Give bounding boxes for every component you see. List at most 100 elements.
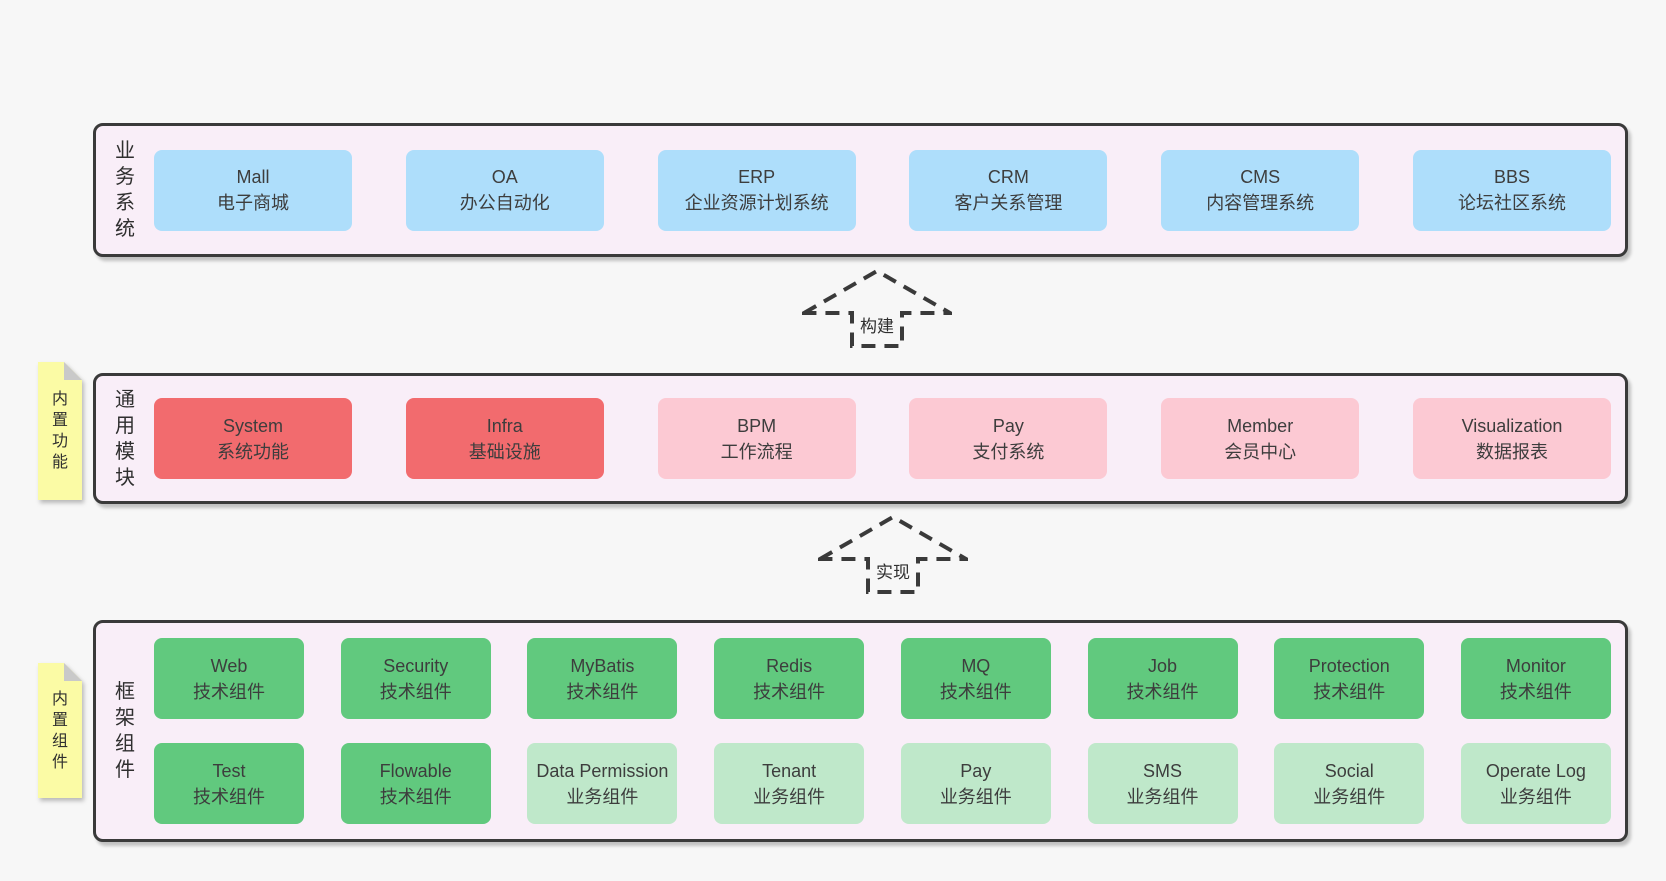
box-subtitle: 电子商城	[217, 193, 289, 213]
layer-framework-components: 框架组件 Web 技术组件 Security 技术组件 MyBatis 技术组件…	[93, 620, 1628, 842]
layer-business-label: 业务系统	[115, 140, 135, 240]
box-title: Protection	[1308, 655, 1390, 676]
box-cms: CMS 内容管理系统	[1161, 149, 1360, 231]
box-member: Member 会员中心	[1161, 398, 1360, 479]
box-subtitle: 技术组件	[566, 681, 639, 702]
business-box-row: Mall 电子商城 OA 办公自动化 ERP 企业资源计划系统 CRM 客户关系…	[154, 126, 1625, 254]
sticky-note-icon	[38, 362, 82, 500]
sticky-note-text-wrap: 内置组件	[38, 663, 82, 798]
box-title: Monitor	[1505, 655, 1566, 676]
box-title: Social	[1324, 760, 1374, 781]
box-subtitle: 会员中心	[1224, 441, 1297, 462]
components-row-1: Web 技术组件 Security 技术组件 MyBatis 技术组件 Redi…	[154, 638, 1611, 719]
box-monitor: Monitor 技术组件	[1460, 638, 1611, 719]
box-protection: Protection 技术组件	[1274, 638, 1425, 719]
box-subtitle: 企业资源计划系统	[684, 193, 829, 213]
box-mq: MQ 技术组件	[900, 638, 1051, 719]
layer-label-zone: 通用模块	[96, 376, 154, 501]
box-subtitle: 论坛社区系统	[1457, 193, 1566, 213]
box-title: MQ	[961, 655, 991, 676]
box-title: ERP	[738, 167, 776, 187]
box-title: Security	[383, 655, 449, 676]
box-subtitle: 业务组件	[1499, 786, 1572, 807]
box-subtitle: 技术组件	[379, 786, 452, 807]
box-sms: SMS 业务组件	[1087, 743, 1238, 824]
components-box-rows: Web 技术组件 Security 技术组件 MyBatis 技术组件 Redi…	[154, 623, 1625, 839]
box-mybatis: MyBatis 技术组件	[527, 638, 678, 719]
layer-modules-label: 通用模块	[115, 388, 135, 489]
box-subtitle: 业务组件	[753, 786, 826, 807]
box-subtitle: 业务组件	[566, 786, 639, 807]
box-bbs: BBS 论坛社区系统	[1412, 149, 1611, 231]
box-social: Social 业务组件	[1274, 743, 1425, 824]
box-bpm: BPM 工作流程	[657, 398, 856, 479]
arrow-implement-label: 实现	[873, 558, 913, 583]
box-title: Flowable	[379, 760, 452, 781]
box-title: Visualization	[1461, 415, 1563, 436]
box-tenant: Tenant 业务组件	[714, 743, 865, 824]
box-title: Job	[1148, 655, 1178, 676]
box-subtitle: 支付系统	[972, 441, 1045, 462]
box-test: Test 技术组件	[154, 743, 304, 824]
box-operate-log: Operate Log 业务组件	[1460, 743, 1611, 824]
arrow-implement: 实现	[818, 514, 968, 594]
box-title: BPM	[737, 415, 777, 436]
sticky-note-built-in-components: 内置组件	[38, 663, 82, 798]
box-title: Test	[212, 760, 246, 781]
box-subtitle: 技术组件	[939, 681, 1012, 702]
box-title: CRM	[987, 167, 1029, 187]
box-subtitle: 数据报表	[1475, 441, 1548, 462]
layer-common-modules: 通用模块 System 系统功能 Infra 基础设施 BPM 工作流程 Pay…	[93, 373, 1628, 504]
box-title: Pay	[992, 415, 1024, 436]
box-subtitle: 系统功能	[217, 441, 289, 462]
box-title: MyBatis	[570, 655, 635, 676]
layer-label-zone: 业务系统	[96, 126, 154, 254]
box-crm: CRM 客户关系管理	[909, 149, 1108, 231]
sticky-note-text-wrap: 内置功能	[38, 362, 82, 500]
box-subtitle: 办公自动化	[459, 193, 550, 213]
arrow-up-dashed-icon	[802, 268, 952, 348]
arrow-build: 构建	[802, 268, 952, 348]
box-title: Mall	[236, 167, 270, 187]
box-title: Infra	[486, 415, 523, 436]
box-security: Security 技术组件	[340, 638, 491, 719]
box-pay-biz: Pay 业务组件	[900, 743, 1051, 824]
components-row-2: Test 技术组件 Flowable 技术组件 Data Permission …	[154, 743, 1611, 824]
box-title: Data Permission	[536, 760, 669, 781]
box-title: BBS	[1493, 167, 1530, 187]
box-subtitle: 业务组件	[939, 786, 1012, 807]
box-title: System	[222, 415, 283, 436]
box-subtitle: 业务组件	[1126, 786, 1199, 807]
box-subtitle: 业务组件	[1313, 786, 1386, 807]
layer-label-zone: 框架组件	[96, 623, 154, 839]
box-title: CMS	[1240, 167, 1281, 187]
box-web: Web 技术组件	[154, 638, 304, 719]
arrow-up-dashed-icon	[818, 514, 968, 594]
box-subtitle: 基础设施	[468, 441, 541, 462]
sticky-note-label: 内置组件	[51, 690, 68, 771]
box-title: Member	[1227, 415, 1294, 436]
sticky-note-label: 内置功能	[51, 391, 68, 471]
box-title: Tenant	[762, 760, 817, 781]
box-title: OA	[491, 167, 518, 187]
sticky-note-built-in-features: 内置功能	[38, 362, 82, 500]
box-mall: Mall 电子商城	[154, 149, 352, 231]
box-subtitle: 技术组件	[1126, 681, 1199, 702]
box-subtitle: 工作流程	[720, 441, 793, 462]
layer-components-label: 框架组件	[115, 681, 135, 781]
box-title: Pay	[960, 760, 992, 781]
box-system: System 系统功能	[154, 398, 352, 479]
box-pay: Pay 支付系统	[909, 398, 1108, 479]
box-subtitle: 技术组件	[1499, 681, 1572, 702]
box-job: Job 技术组件	[1087, 638, 1238, 719]
box-infra: Infra 基础设施	[405, 398, 604, 479]
box-subtitle: 技术组件	[753, 681, 826, 702]
box-title: Redis	[766, 655, 813, 676]
box-data-permission: Data Permission 业务组件	[527, 743, 678, 824]
sticky-note-icon	[38, 663, 82, 798]
box-subtitle: 技术组件	[1313, 681, 1386, 702]
modules-box-row: System 系统功能 Infra 基础设施 BPM 工作流程 Pay 支付系统…	[154, 376, 1625, 501]
arrow-build-label: 构建	[857, 312, 897, 337]
box-redis: Redis 技术组件	[714, 638, 865, 719]
